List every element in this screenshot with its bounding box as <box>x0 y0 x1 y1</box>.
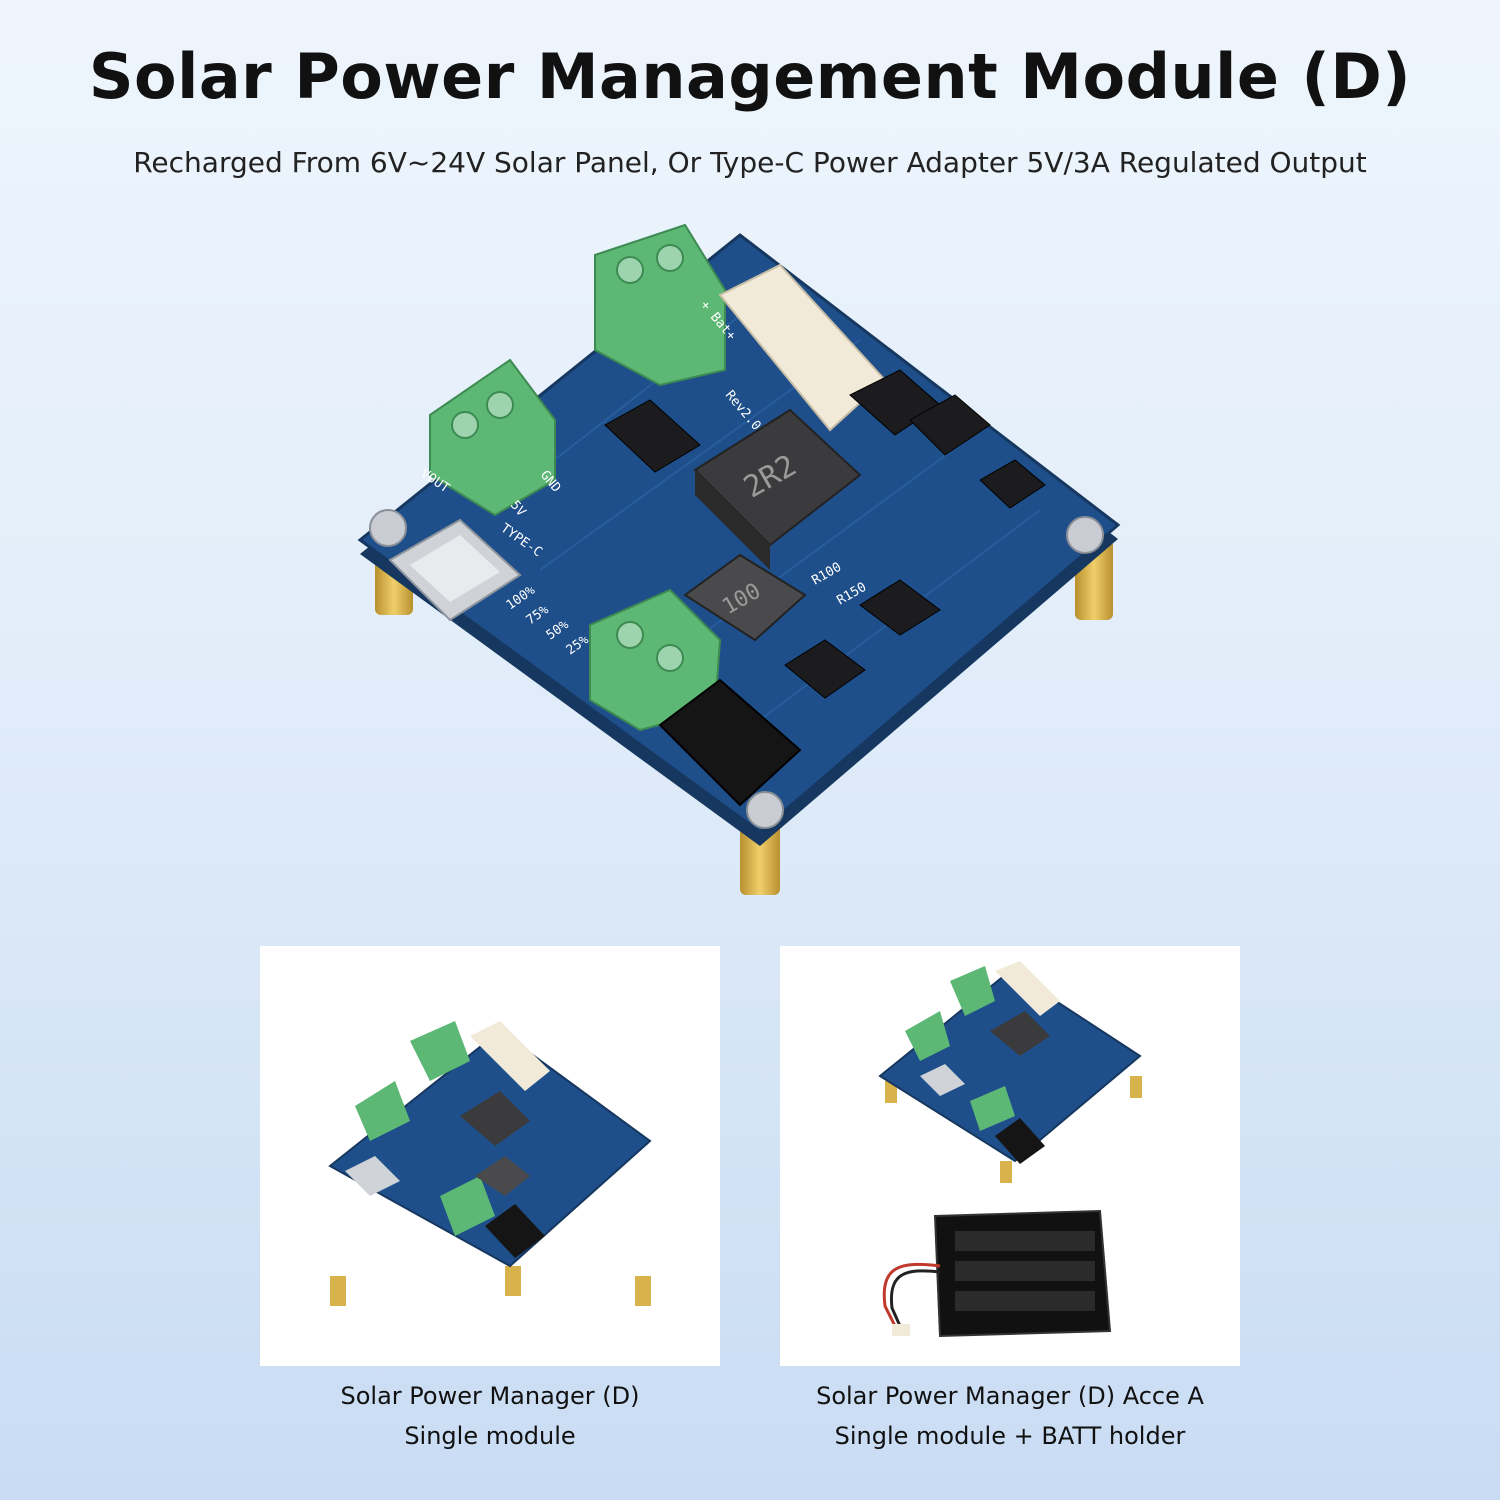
option-name-single: Solar Power Manager (D) <box>340 1382 640 1410</box>
option-board-and-holder-image <box>878 961 1142 1338</box>
hero-board-image: 2R2 100 Rev2.0 + Bat+ R100 R150 GND 5V V… <box>357 223 1121 895</box>
inductor-main: 2R2 <box>693 408 862 570</box>
battery-holder <box>882 1209 1112 1338</box>
option-card-with-batt-holder[interactable] <box>780 946 1240 1366</box>
option-desc-single: Single module <box>404 1422 576 1450</box>
screw-icons <box>369 509 1104 829</box>
option-name-acce-a: Solar Power Manager (D) Acce A <box>816 1382 1204 1410</box>
usb-c-port <box>388 518 522 622</box>
option-desc-acce-a: Single module + BATT holder <box>834 1422 1186 1450</box>
page-title: Solar Power Management Module (D) <box>88 40 1412 113</box>
inductor-small: 100 <box>683 553 807 642</box>
option-card-single[interactable] <box>260 946 720 1366</box>
option-board-image <box>328 1021 652 1306</box>
page-subtitle: Recharged From 6V~24V Solar Panel, Or Ty… <box>133 146 1367 179</box>
dc-jack <box>658 678 802 807</box>
